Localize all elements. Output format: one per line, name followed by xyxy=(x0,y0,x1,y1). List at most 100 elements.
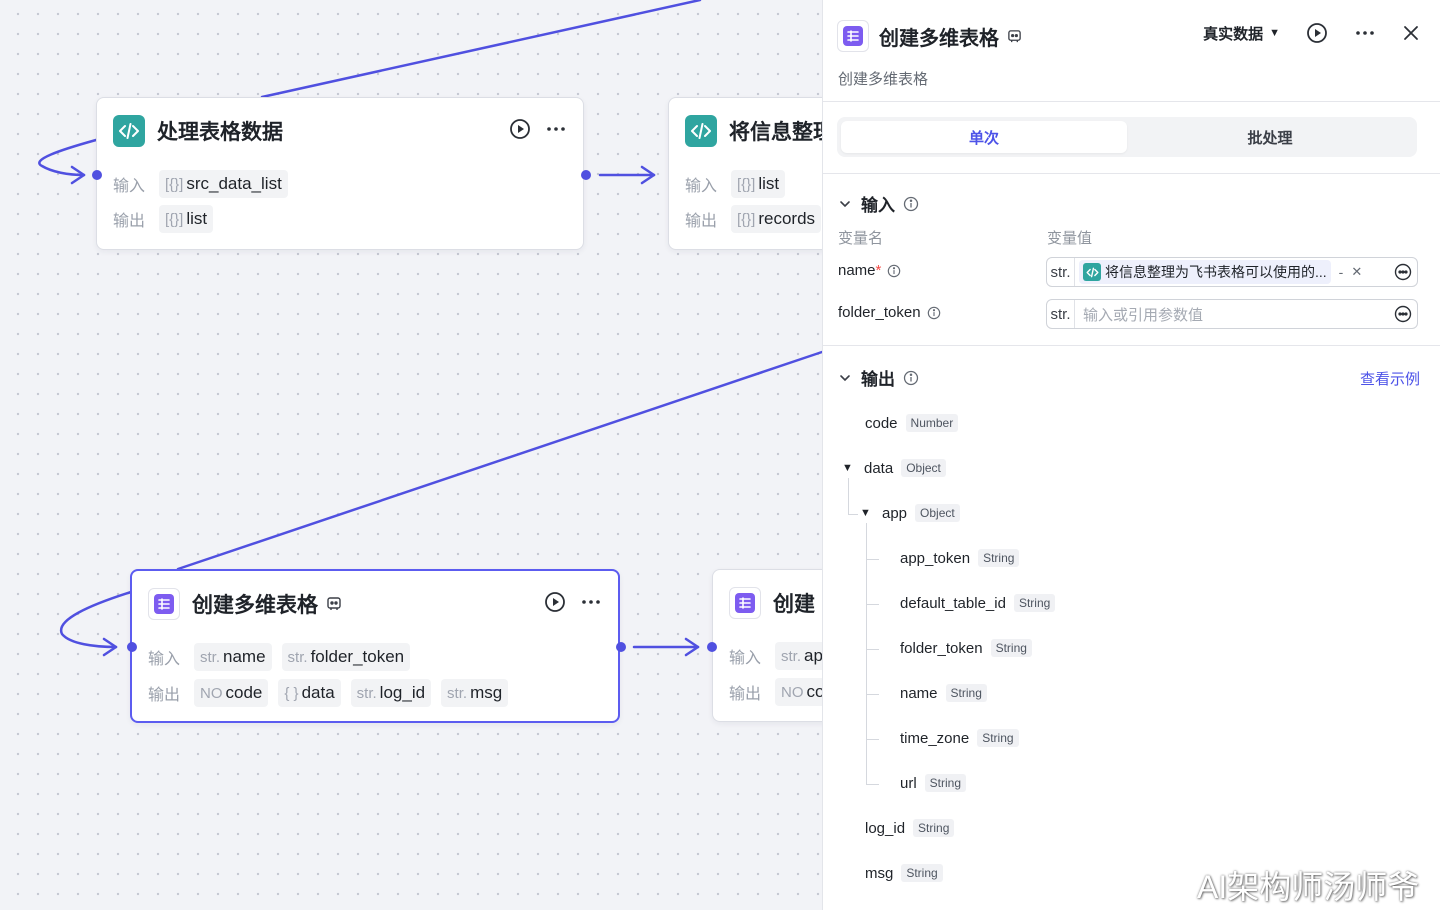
node-input-row: 输入 [{}]src_data_list xyxy=(113,170,288,198)
port-out[interactable] xyxy=(581,170,591,180)
more-icon[interactable] xyxy=(580,591,602,613)
tree-line xyxy=(866,559,879,560)
divider xyxy=(823,173,1440,174)
chevron-down-icon xyxy=(837,196,853,212)
edge-loop-process xyxy=(38,138,98,177)
panel-subtitle: 创建多维表格 xyxy=(838,71,929,88)
output-section-header[interactable]: 输出 xyxy=(837,365,919,390)
folder-token-field[interactable]: str. 输入或引用参数值 xyxy=(1046,299,1418,329)
edge-long-diagonal xyxy=(176,350,824,571)
edge-loop-create xyxy=(59,590,133,649)
output-label: 输出 xyxy=(729,686,762,703)
tree-line xyxy=(866,649,879,650)
variable-pill: str.msg xyxy=(441,679,509,707)
tree-line xyxy=(848,514,858,515)
close-icon[interactable] xyxy=(1402,24,1420,42)
ref-separator: - xyxy=(1338,264,1344,280)
node-create-bitable[interactable]: 创建多维表格 输入 str.name str.folder_token 输出 N… xyxy=(130,569,620,723)
tree-line xyxy=(866,739,879,740)
divider xyxy=(823,345,1440,346)
info-icon xyxy=(903,196,919,212)
node-input-row: 输入 str.ap xyxy=(729,642,829,670)
node-output-row: 输出 [{}]list xyxy=(113,205,214,233)
arrow-head-loop-process xyxy=(70,165,86,185)
input-section-header[interactable]: 输入 xyxy=(837,191,919,216)
node-process-table-data[interactable]: 处理表格数据 输入 [{}]src_data_list 输出 [{}]list xyxy=(96,97,584,250)
panel-title[interactable]: 创建多维表格 xyxy=(879,27,999,50)
edge-top-incoming xyxy=(260,0,702,99)
port-out[interactable] xyxy=(616,642,626,652)
play-icon[interactable] xyxy=(1306,22,1328,44)
output-label: 输出 xyxy=(685,213,718,230)
play-icon[interactable] xyxy=(544,591,566,613)
view-example-link[interactable]: 查看示例 xyxy=(1359,371,1420,388)
arrow-head-format xyxy=(640,165,656,185)
bitable-icon xyxy=(148,588,180,620)
port-in[interactable] xyxy=(707,642,717,652)
play-icon[interactable] xyxy=(509,118,531,140)
node-actions xyxy=(509,118,567,140)
caret-down-icon: ▼ xyxy=(1269,27,1280,39)
variable-pill: [{}]records xyxy=(731,205,822,233)
node-title: 创建 xyxy=(773,593,815,616)
clear-icon[interactable]: ✕ xyxy=(1351,264,1363,279)
input-label: 输入 xyxy=(685,178,718,195)
variable-reference[interactable]: 将信息整理为飞书表格可以使用的... xyxy=(1079,260,1331,284)
variable-pill: str.folder_token xyxy=(281,643,411,671)
node-title: 处理表格数据 xyxy=(157,121,283,144)
col-head-name: 变量名 xyxy=(838,230,884,247)
panel-actions: 真实数据 ▼ xyxy=(1203,22,1420,44)
code-icon xyxy=(113,115,145,147)
more-icon[interactable] xyxy=(545,118,567,140)
caret-expanded-icon[interactable]: ▼ xyxy=(860,507,871,519)
node-input-row: 输入 [{}]list xyxy=(685,170,786,198)
arrow-head-loop-create xyxy=(102,637,118,657)
variable-pill: str.name xyxy=(194,643,272,671)
variable-pill: [{}]src_data_list xyxy=(159,170,288,198)
reference-icon[interactable] xyxy=(1394,263,1412,281)
reference-icon[interactable] xyxy=(1394,305,1412,323)
port-in[interactable] xyxy=(92,170,102,180)
param-name: name* xyxy=(838,262,901,279)
divider xyxy=(823,101,1440,102)
name-field[interactable]: str. 将信息整理为飞书表格可以使用的... - ✕ xyxy=(1046,257,1418,287)
tree-line xyxy=(866,523,867,784)
port-in[interactable] xyxy=(127,642,137,652)
tree-line xyxy=(866,604,879,605)
data-mode-dropdown[interactable]: 真实数据 ▼ xyxy=(1203,25,1280,43)
watermark: AI架构师汤师爷 xyxy=(1197,869,1420,905)
node-header: 处理表格数据 xyxy=(113,114,567,148)
output-label: 输出 xyxy=(113,213,146,230)
tree-line xyxy=(866,694,879,695)
node-detail-panel: 创建多维表格 真实数据 ▼ 创建多维表格 单次 批处理 输入 xyxy=(822,0,1440,910)
input-label: 输入 xyxy=(729,650,762,667)
code-icon xyxy=(1083,263,1101,281)
variable-pill: str.log_id xyxy=(350,679,432,707)
tab-batch[interactable]: 批处理 xyxy=(1247,129,1293,147)
node-header: 将信息整理 xyxy=(685,114,851,148)
node-actions xyxy=(544,591,602,613)
variable-pill: { }data xyxy=(278,679,341,707)
more-icon[interactable] xyxy=(1354,22,1376,44)
arrow-head-create2 xyxy=(684,637,700,657)
node-header: 创建多维表格 xyxy=(148,587,602,621)
code-icon xyxy=(685,115,717,147)
tree-line xyxy=(866,784,879,785)
param-name: folder_token xyxy=(838,304,941,321)
chevron-down-icon xyxy=(837,370,853,386)
tab-single[interactable]: 单次 xyxy=(841,121,1127,153)
node-header: 创建 xyxy=(729,586,851,620)
caret-expanded-icon[interactable]: ▼ xyxy=(842,462,853,474)
